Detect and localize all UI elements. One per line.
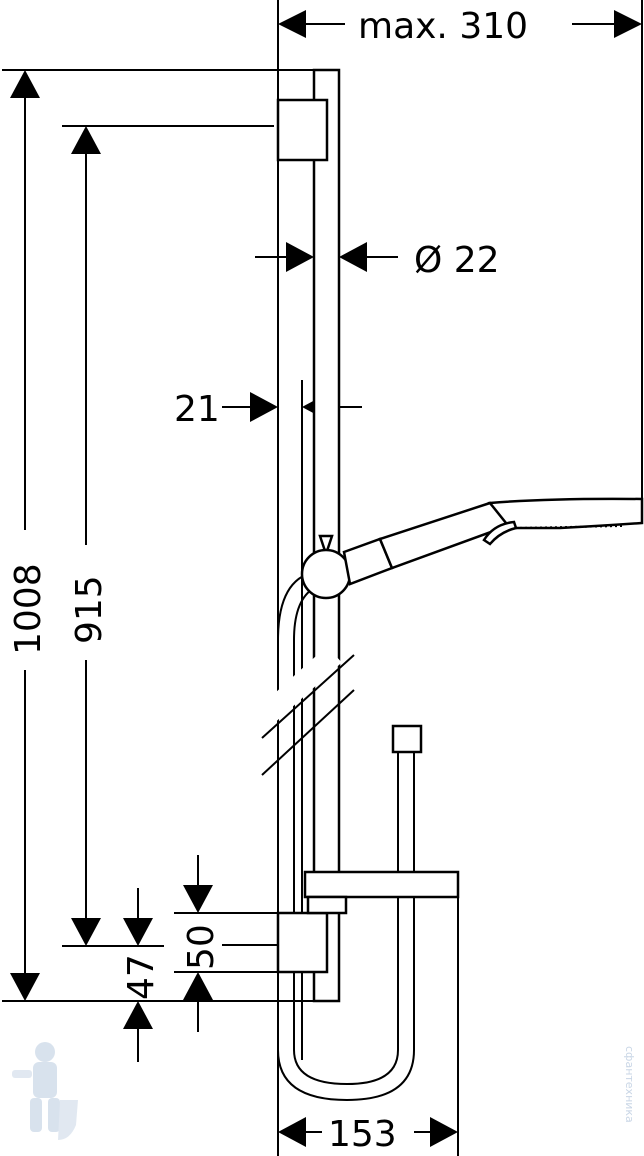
hose-width-label: 153 xyxy=(328,1114,397,1155)
max-width-dimension: max. 310 xyxy=(277,0,643,520)
top-wall-bracket xyxy=(276,98,329,162)
watermark-text: сфантехника xyxy=(623,1046,636,1123)
bracket-height-label: 50 xyxy=(181,924,222,970)
rail-height-label: 915 xyxy=(69,575,110,644)
bottom-wall-bracket xyxy=(276,911,329,974)
plumber-mascot-icon xyxy=(12,1042,78,1140)
total-height-dimension: 1008 xyxy=(2,69,314,1002)
hose-width-dimension: 153 xyxy=(277,880,459,1156)
bracket-height-dimension: 50 xyxy=(174,855,280,1032)
slide-rail xyxy=(260,68,355,1003)
diameter-label: Ø 22 xyxy=(414,240,500,281)
rail-height-dimension: 915 xyxy=(62,125,274,947)
shower-hose xyxy=(277,571,415,1102)
diameter-dimension: Ø 22 xyxy=(255,240,500,281)
bottom-offset-dimension: 47 xyxy=(121,888,162,1062)
soap-shelf xyxy=(303,870,460,915)
wall-gap-label: 21 xyxy=(174,389,220,430)
hose-connector xyxy=(391,724,423,872)
max-width-label: max. 310 xyxy=(358,6,528,47)
hand-shower xyxy=(378,497,644,570)
total-height-label: 1008 xyxy=(8,563,49,655)
bottom-offset-label: 47 xyxy=(121,954,162,1000)
